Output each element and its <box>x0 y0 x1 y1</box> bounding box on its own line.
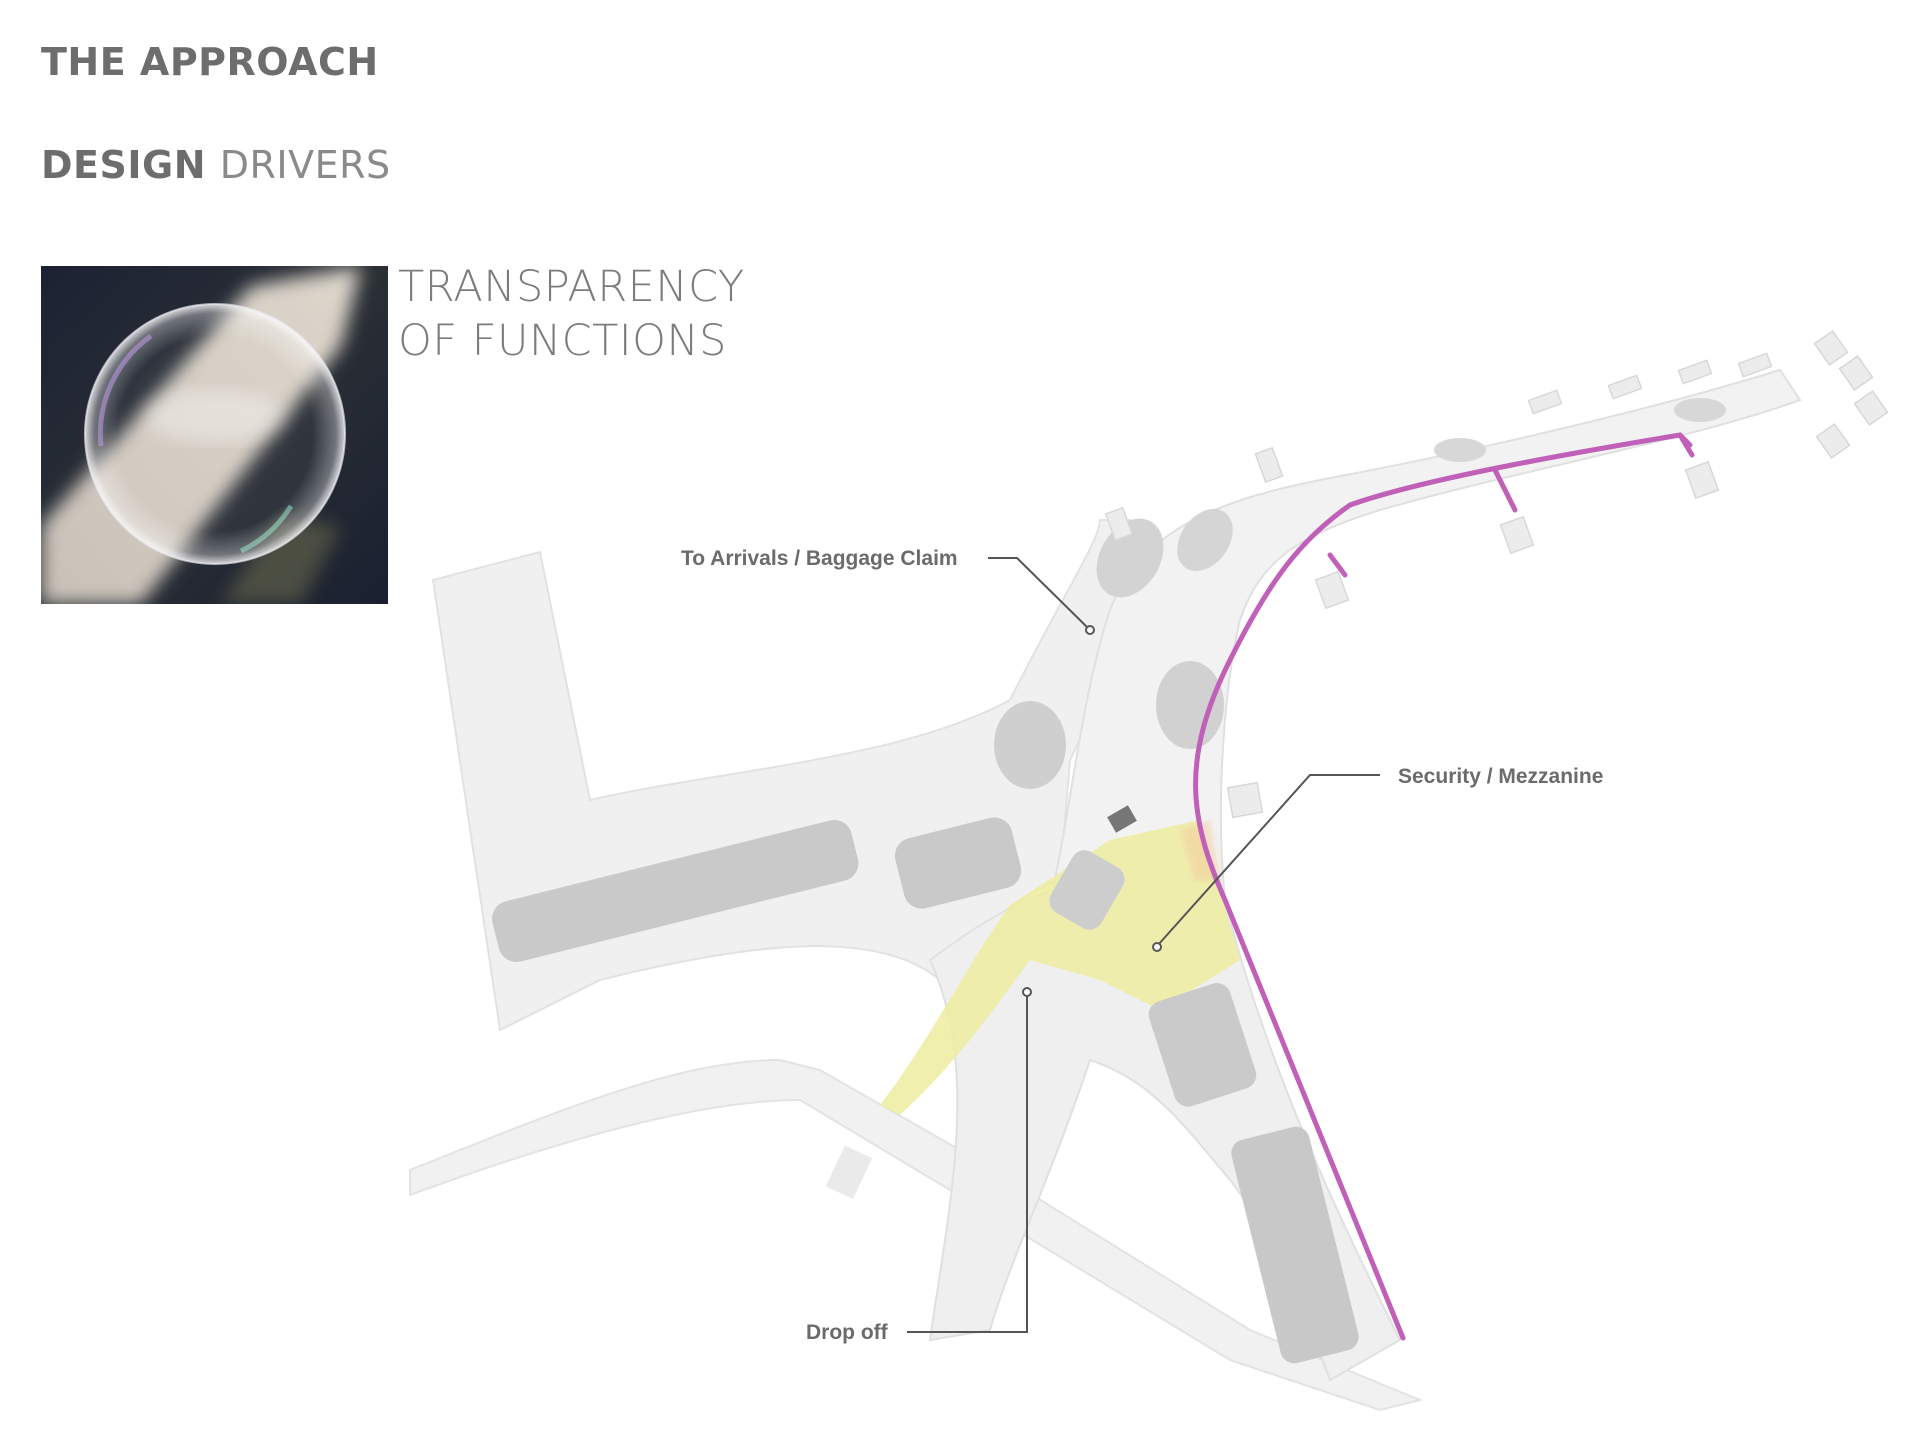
section-subtitle: DESIGN DRIVERS <box>41 143 391 187</box>
soap-bubble-photo <box>41 266 388 604</box>
page-title: THE APPROACH <box>41 40 379 84</box>
design-driver-label: TRANSPARENCY OF FUNCTIONS <box>398 260 745 368</box>
concourse-arm <box>1048 368 1802 901</box>
arrivals-callout: To Arrivals / Baggage Claim <box>681 547 958 570</box>
subtitle-light: DRIVERS <box>219 143 391 187</box>
security-callout: Security / Mezzanine <box>1398 765 1603 788</box>
transparency-zone <box>880 820 1240 1115</box>
circulation-line <box>1193 432 1695 1341</box>
driver-line-1: TRANSPARENCY <box>398 262 745 312</box>
subtitle-bold: DESIGN <box>41 143 207 187</box>
dropoff-callout: Drop off <box>806 1321 889 1344</box>
callout-dots <box>1022 625 1162 997</box>
callout-leaders <box>907 557 1380 1333</box>
roadway <box>409 1058 1424 1412</box>
gate-pods <box>1104 329 1889 819</box>
driver-line-2: OF FUNCTIONS <box>398 316 727 366</box>
building-masses <box>492 398 1726 1364</box>
